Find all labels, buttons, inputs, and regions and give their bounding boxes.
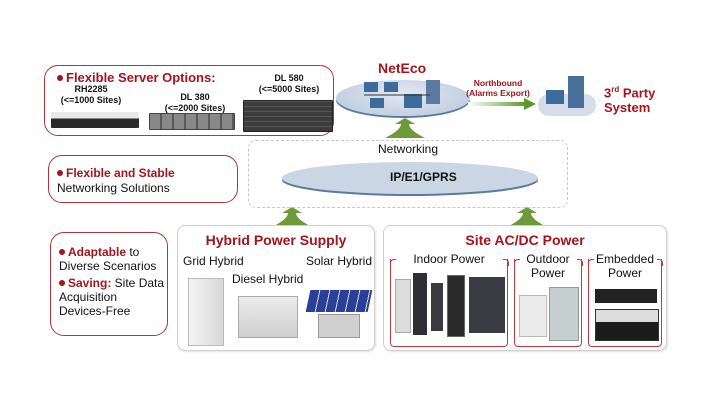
diesel-hybrid-label: Diesel Hybrid xyxy=(232,272,304,286)
indoor-cabinet-image-4 xyxy=(447,275,465,337)
networking-callout-title: Flexible and Stable xyxy=(66,166,175,180)
grid-hybrid-label: Grid Hybrid xyxy=(183,254,244,268)
bullet-icon xyxy=(59,248,65,255)
indoor-cabinet-image-3 xyxy=(431,283,443,331)
northbound-label: Northbound (Alarms Export) xyxy=(466,78,530,98)
indoor-power-label: Indoor Power xyxy=(413,252,485,266)
third-party-computer-icon xyxy=(546,76,584,108)
diesel-hybrid-unit-image xyxy=(238,296,298,338)
solar-cabinet-image xyxy=(318,314,360,338)
indoor-power-group: Indoor Power xyxy=(389,252,509,347)
up-arrow-site-icon xyxy=(507,207,547,227)
outdoor-cabinet-image-2 xyxy=(549,287,579,341)
server-dl580-label: DL 580 (<=5000 Sites) xyxy=(258,73,320,94)
neteco-title: NetEco xyxy=(378,60,427,76)
indoor-cabinet-image-2 xyxy=(413,273,427,335)
server-rh2285-label: RH2285 (<=1000 Sites) xyxy=(60,84,122,105)
neteco-platform xyxy=(336,80,470,116)
indoor-cabinet-image-5 xyxy=(469,277,505,333)
bullet-icon xyxy=(57,74,63,81)
benefits-callout: Adaptable to Diverse Scenarios Saving: S… xyxy=(50,232,168,336)
server-options-title: Flexible Server Options: xyxy=(57,70,216,85)
server-dl380-label: DL 380 (<=2000 Sites) xyxy=(164,92,226,113)
outdoor-cabinet-image-1 xyxy=(519,295,547,337)
dl380-server-image xyxy=(149,113,235,130)
third-party-label: 3rd Party System xyxy=(604,85,656,116)
site-panel-title: Site AC/DC Power xyxy=(465,232,585,248)
grid-hybrid-cabinet-image xyxy=(188,278,224,346)
bullet-icon xyxy=(57,169,63,176)
solar-hybrid-label: Solar Hybrid xyxy=(306,254,373,268)
up-arrow-hybrid-icon xyxy=(272,207,312,227)
indoor-cabinet-image-1 xyxy=(395,279,411,333)
networking-callout-body: Networking Solutions xyxy=(57,181,170,195)
benefit-adaptable: Adaptable to Diverse Scenarios xyxy=(59,245,157,273)
solar-panel-image xyxy=(305,290,373,312)
network-cloud-label: IP/E1/GPRS xyxy=(390,170,457,184)
benefit-saving: Saving: Site Data Acquisition Devices-Fr… xyxy=(59,276,165,318)
up-arrow-neteco-icon xyxy=(385,118,425,138)
northbound-arrow-icon xyxy=(468,98,536,110)
rh2285-server-image xyxy=(51,112,139,128)
neteco-network-icon xyxy=(364,80,440,108)
dl580-server-image xyxy=(243,100,333,132)
embedded-unit-image-1 xyxy=(595,289,657,303)
networking-label: Networking xyxy=(378,142,439,156)
server-options-callout: Flexible Server Options: RH2285 (<=1000 … xyxy=(44,65,334,136)
networking-callout: Flexible and Stable Networking Solutions xyxy=(48,155,238,203)
network-cloud xyxy=(282,162,538,194)
embedded-unit-image-2 xyxy=(595,309,659,341)
bullet-icon xyxy=(59,279,65,286)
hybrid-panel-title: Hybrid Power Supply xyxy=(205,232,347,248)
hybrid-power-panel: Hybrid Power Supply Grid Hybrid Diesel H… xyxy=(177,225,375,351)
networking-area xyxy=(248,140,568,208)
